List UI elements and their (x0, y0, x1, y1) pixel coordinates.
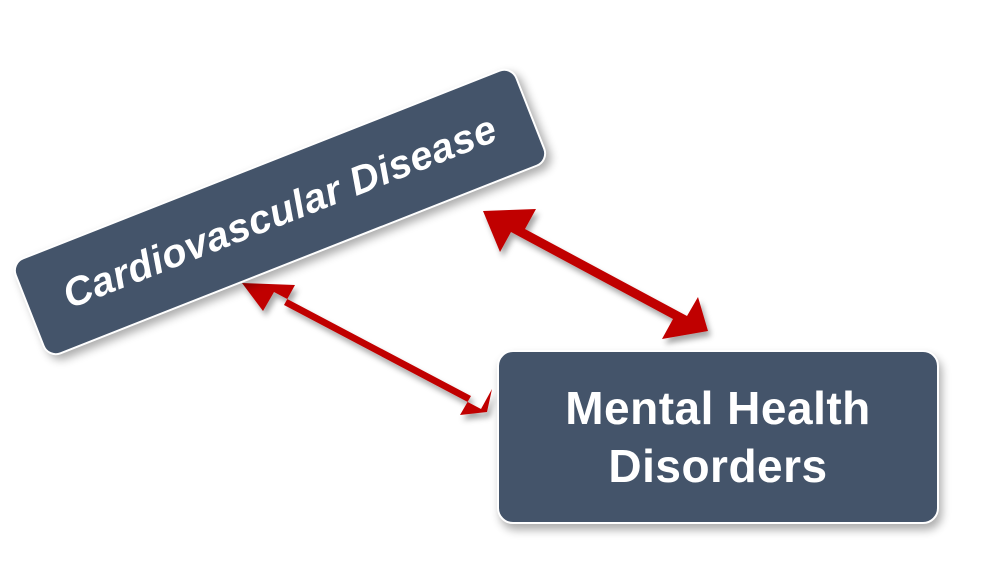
mental-health-label-line1: Mental Health (565, 382, 871, 434)
mental-health-label-line2: Disorders (608, 440, 828, 492)
double-arrow-left (242, 283, 492, 415)
mental-health-disorders-label: Mental Health Disorders (565, 379, 871, 495)
mental-health-disorders-box: Mental Health Disorders (497, 350, 939, 524)
double-arrow-right (483, 209, 708, 339)
